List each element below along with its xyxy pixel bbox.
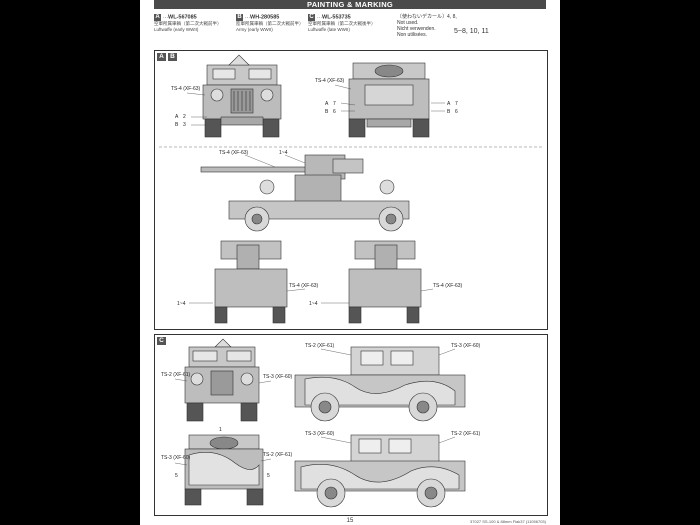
callout-c-front-ts3: TS-3 (XF-60) (263, 374, 293, 380)
panel-ab-drawings: TS-4 (XF-63) A 2 B 3 TS-4 (XF-63) A 7 B … (159, 54, 543, 324)
marking-legend: A···WL-567085 空軍所属車輌（第二次大戦前半） Luftwaffe … (154, 14, 546, 46)
callout-ab-rear-a2: A (447, 101, 451, 107)
tractor-front-view (202, 54, 282, 138)
marking-c: C···WL-553735 空軍所属車輌（第二次大戦後半） Luftwaffe … (308, 14, 376, 32)
tractor-c-side-view (294, 346, 466, 422)
tractor-rear-view (348, 62, 430, 138)
page-header: PAINTING & MARKING (154, 0, 546, 9)
callout-ab-rear-6: 6 (333, 109, 336, 115)
marking-a-letter: A (154, 14, 161, 21)
tractor-c-side-view-2 (294, 434, 466, 508)
tractor-c-rear-view (184, 434, 264, 506)
callout-c-rear-5b: 5 (267, 473, 270, 479)
callout-c-side2-ts2: TS-2 (XF-61) (451, 431, 481, 437)
callout-ab-rear-7b: 7 (455, 101, 458, 107)
callout-ab-trailer-1-4: 1~4 (177, 301, 186, 307)
panel-c: C (154, 334, 548, 516)
callout-c-side2-ts3: TS-3 (XF-60) (305, 431, 335, 437)
callout-ab-front-3: 3 (183, 122, 186, 128)
callout-c-front-1: 1 (219, 427, 222, 433)
marking-b-code: WH-280585 (250, 14, 280, 21)
callout-ab-front-ts4: TS-4 (XF-63) (171, 86, 201, 92)
marking-b-line-en: Army (early WWII) (236, 26, 273, 32)
marking-c-line-en: Luftwaffe (late WWII) (308, 26, 350, 32)
flak-gun-side-view (200, 154, 410, 232)
callout-ab-front-b: B (175, 122, 179, 128)
unused-numbers: 5~8, 10, 11 (454, 28, 489, 35)
instruction-page: PAINTING & MARKING A···WL-567085 空軍所属車輌（… (140, 0, 560, 525)
trailer-front-right (348, 240, 422, 324)
callout-c-rear-ts2: TS-2 (XF-61) (263, 452, 293, 458)
callout-ab-rear-b2: B (447, 109, 451, 115)
unused-decal-nums: 4, 8, (447, 14, 457, 20)
marking-a-line-en: Luftwaffe (early WWII) (154, 26, 199, 32)
callout-c-side-ts2: TS-2 (XF-61) (305, 343, 335, 349)
marking-b-line-ja: 陸軍所属車輌（第二次大戦前半） (236, 21, 304, 26)
trailer-front-left (214, 240, 288, 324)
marking-a: A···WL-567085 空軍所属車輌（第二次大戦前半） Luftwaffe … (154, 14, 222, 32)
callout-ab-rear-b: B (325, 109, 329, 115)
callout-c-front-ts2: TS-2 (XF-61) (161, 372, 191, 378)
unused-line-en: Not used. (397, 20, 419, 26)
page-number: 15 (346, 518, 354, 524)
unused-line-fr: Non utilisées. (397, 32, 428, 38)
product-code: 37027 SS-100 & 88mm Flak37 (11056703) (470, 519, 546, 524)
callout-c-rear-ts3: TS-3 (XF-60) (161, 455, 191, 461)
tractor-c-front-view (184, 338, 260, 422)
marking-c-code: WL-553735 (322, 14, 351, 21)
marking-b-letter: B (236, 14, 243, 21)
callout-ab-front-a: A (175, 114, 179, 120)
callout-c-rear-5: 5 (175, 473, 178, 479)
callout-ab-rear-a: A (325, 101, 329, 107)
unused-line-de: Nicht verwenden. (397, 26, 436, 32)
unused-title: 〔使わないデカール〕 (397, 14, 448, 20)
callout-ab-rear-7: 7 (333, 101, 336, 107)
callout-ab-gun-ts4: TS-4 (XF-63) (219, 150, 249, 156)
panel-ab: A B (154, 50, 548, 330)
callout-c-side-ts3: TS-3 (XF-60) (451, 343, 481, 349)
marking-a-line-ja: 空軍所属車輌（第二次大戦前半） (154, 21, 222, 26)
marking-b: B···WH-280585 陸軍所属車輌（第二次大戦前半） Army (earl… (236, 14, 304, 32)
callout-ab-rear-6b: 6 (455, 109, 458, 115)
unused-decals: 〔使わないデカール〕4, 8, Not used. Nicht verwende… (397, 14, 457, 38)
panel-c-drawings: TS-2 (XF-61) TS-3 (XF-60) 1 TS-2 (XF-61)… (161, 338, 481, 508)
callout-ab-front-2: 2 (183, 114, 186, 120)
callout-ab-gun-1-4: 1~4 (279, 150, 288, 156)
marking-c-letter: C (308, 14, 315, 21)
panel-tag-b: B (168, 53, 177, 61)
callout-ab-trailer-ts4b: TS-4 (XF-63) (433, 283, 463, 289)
panel-tag-c: C (157, 337, 166, 345)
marking-c-line-ja: 空軍所属車輌（第二次大戦後半） (308, 21, 376, 26)
callout-ab-trailer-1-4b: 1~4 (309, 301, 318, 307)
callout-ab-trailer-ts4: TS-4 (XF-63) (289, 283, 319, 289)
marking-a-code: WL-567085 (168, 14, 197, 21)
panel-tag-a: A (157, 53, 166, 61)
callout-ab-rear-ts4: TS-4 (XF-63) (315, 78, 345, 84)
